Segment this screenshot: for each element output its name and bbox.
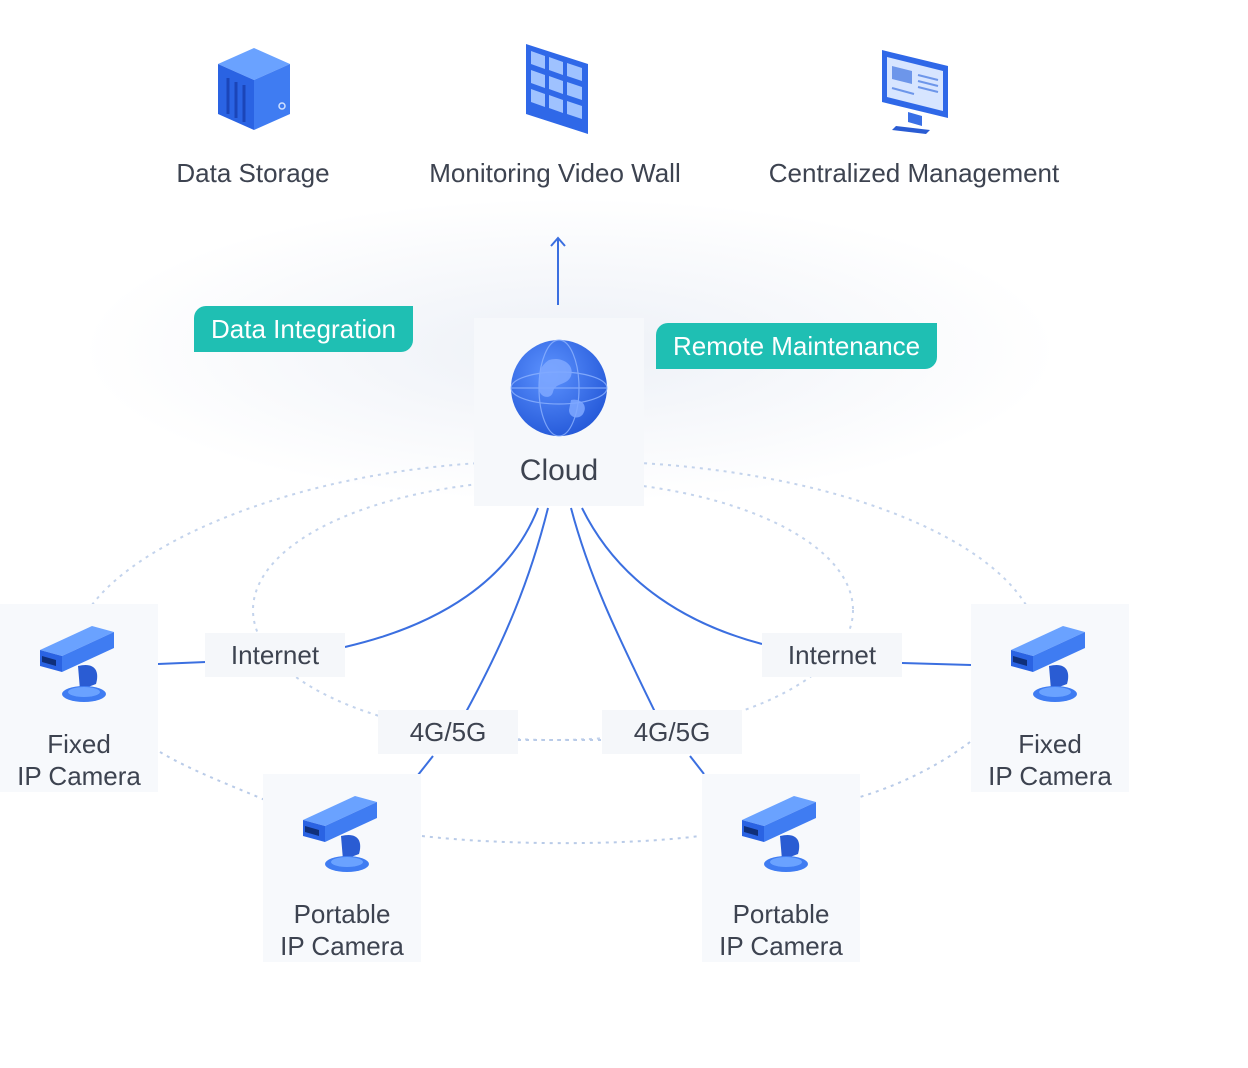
lower-dotted-left (159, 751, 266, 801)
internet-tag-left: Internet (205, 633, 345, 677)
camera-label-line1: Fixed (47, 729, 111, 759)
video-wall-label: Monitoring Video Wall (429, 158, 681, 188)
cellular-tag-right: 4G/5G (602, 710, 742, 754)
line-cellular-left (465, 507, 549, 713)
video-wall-icon (526, 44, 588, 134)
cellular-tag-left: 4G/5G (378, 710, 518, 754)
portable-camera-left-node: Portable IP Camera (263, 774, 421, 962)
line-cellular-right-stub (689, 755, 705, 775)
camera-label-line2: IP Camera (719, 931, 843, 961)
globe-icon (510, 339, 608, 437)
monitor-icon (882, 50, 948, 134)
remote-maintenance-badge: Remote Maintenance (656, 323, 938, 369)
portable-camera-right-node: Portable IP Camera (702, 774, 860, 962)
line-internet-left-stub (157, 661, 207, 665)
internet-tag-right: Internet (762, 633, 902, 677)
centralized-management-label: Centralized Management (768, 158, 1060, 188)
data-storage-label: Data Storage (176, 158, 330, 188)
up-arrow-head (550, 236, 566, 247)
cloud-node: Cloud (474, 318, 644, 506)
cloud-label: Cloud (519, 454, 599, 487)
ip-camera-icon (40, 626, 114, 702)
camera-label-line2: IP Camera (988, 761, 1112, 791)
line-internet-left (344, 507, 539, 648)
camera-label-line1: Fixed (1018, 729, 1082, 759)
data-integration-badge: Data Integration (194, 306, 414, 352)
lower-dotted-right (859, 741, 971, 798)
line-internet-right-stub (901, 662, 972, 666)
ip-camera-icon (1011, 626, 1085, 702)
server-icon (218, 48, 290, 130)
line-internet-right (581, 507, 763, 645)
line-cellular-right (570, 507, 656, 713)
camera-label-line2: IP Camera (17, 761, 141, 791)
lower-dotted-bottom (421, 835, 701, 845)
outer-dotted-ring (91, 461, 1027, 606)
camera-label-line1: Portable (732, 899, 830, 929)
ip-camera-icon (742, 796, 816, 872)
fixed-camera-left-node: Fixed IP Camera (0, 604, 158, 792)
camera-label-line2: IP Camera (280, 931, 404, 961)
fixed-camera-right-node: Fixed IP Camera (971, 604, 1129, 792)
line-cellular-left-stub (417, 755, 434, 776)
ip-camera-icon (303, 796, 377, 872)
inner-dotted-ring (252, 479, 854, 741)
camera-label-line1: Portable (293, 899, 391, 929)
